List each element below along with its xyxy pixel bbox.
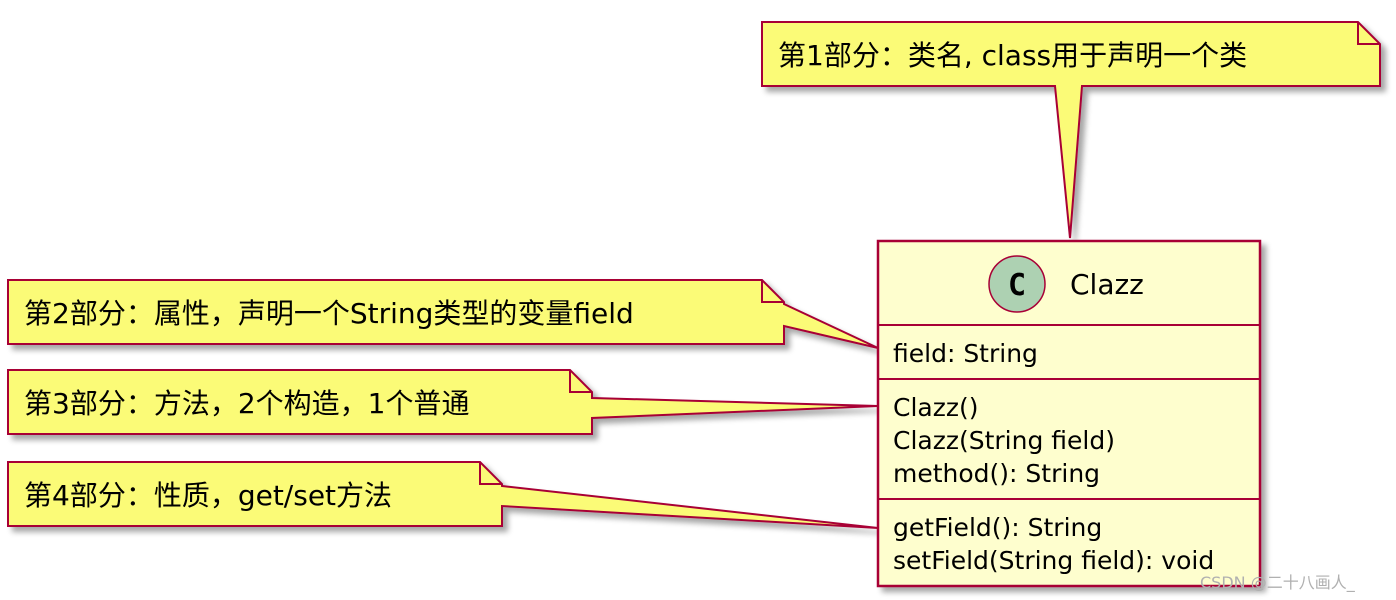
note-1: [761, 21, 1381, 239]
watermark: CSDN @二十八画人_: [1200, 573, 1356, 593]
class-stereotype-icon: [988, 255, 1046, 313]
note-4-text: 第4部分：性质，get/set方法: [24, 479, 392, 512]
class-box: [876, 239, 1262, 588]
class-method: getField(): String: [893, 513, 1102, 542]
note-4-fold: [479, 462, 502, 485]
class-name: Clazz: [1070, 268, 1144, 301]
class-method: Clazz(): [893, 393, 978, 422]
class-method: method(): String: [893, 459, 1100, 488]
note-3-text: 第3部分：方法，2个构造，1个普通: [24, 387, 469, 420]
class-method: setField(String field): void: [893, 546, 1214, 575]
note-1-fold: [1357, 22, 1380, 45]
note-2-text: 第2部分：属性，声明一个String类型的变量field: [24, 297, 634, 330]
note-2-fold: [761, 280, 784, 303]
note-1-text: 第1部分：类名, class用于声明一个类: [778, 39, 1247, 72]
class-stereotype-letter: C: [1008, 268, 1026, 303]
class-clazz: C Clazz field: String Clazz() Clazz(Stri…: [876, 239, 1262, 588]
note-1-shape: [761, 21, 1381, 239]
class-method: Clazz(String field): [893, 426, 1115, 455]
note-3-fold: [569, 370, 592, 393]
class-field: field: String: [893, 339, 1038, 368]
